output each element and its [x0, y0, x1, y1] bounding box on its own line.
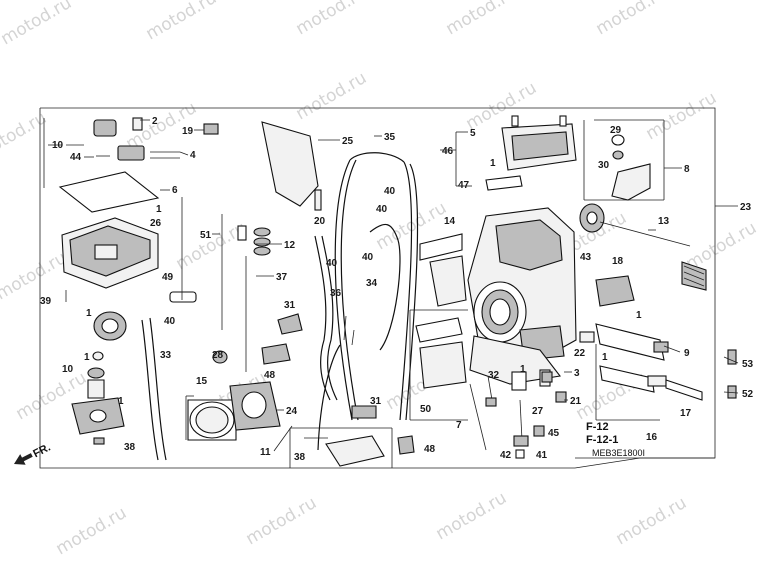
watermark: motod.ru: [443, 0, 521, 39]
callout-23: 23: [740, 202, 752, 213]
callout-20: 20: [314, 216, 326, 227]
callout-1: 1: [156, 204, 162, 215]
callout-51: 51: [200, 230, 212, 241]
callout-14: 14: [444, 216, 456, 227]
callout-13: 13: [658, 216, 670, 227]
callout-1: 1: [636, 310, 642, 321]
jet-group: [415, 233, 567, 451]
top-cover-group: [485, 115, 651, 201]
callout-40: 40: [376, 204, 388, 215]
callout-5: 5: [470, 128, 476, 139]
callout-38: 38: [294, 452, 306, 463]
callout-1: 1: [86, 308, 92, 319]
callout-49: 49: [162, 272, 174, 283]
callout-45: 45: [548, 428, 560, 439]
callout-40: 40: [362, 252, 374, 263]
watermark: motod.ru: [593, 0, 671, 39]
callout-1: 1: [520, 364, 526, 375]
callout-21: 21: [570, 396, 582, 407]
callout-30: 30: [598, 160, 610, 171]
callout-1: 1: [84, 352, 90, 363]
callout-28: 28: [212, 350, 224, 361]
callout-34: 34: [366, 278, 378, 289]
arrow-icon: [14, 453, 33, 465]
callout-19: 19: [182, 126, 194, 137]
callout-labels: 10 44 2 4 6 1 26 49 39 1 40 1 10 1 33 38…: [40, 116, 754, 463]
callout-29: 29: [610, 125, 622, 136]
carburetor-body: [467, 207, 577, 459]
callout-3: 3: [574, 368, 580, 379]
watermark: motod.ru: [293, 0, 371, 39]
callout-52: 52: [742, 389, 754, 400]
callout-36: 36: [330, 288, 342, 299]
callout-44: 44: [70, 152, 82, 163]
callout-50: 50: [420, 404, 432, 415]
callout-1: 1: [118, 396, 124, 407]
callout-37: 37: [276, 272, 288, 283]
needle-group: [187, 121, 322, 441]
callout-7: 7: [456, 420, 462, 431]
callout-6: 6: [172, 185, 178, 196]
callout-35: 35: [384, 132, 396, 143]
callout-1: 1: [490, 158, 496, 169]
watermark: motod.ru: [0, 0, 75, 49]
reference-code-f12: F-12: [586, 421, 609, 433]
callout-48: 48: [424, 444, 436, 455]
fr-label: FR.: [31, 442, 52, 461]
callout-27: 27: [532, 406, 544, 417]
watermark: motod.ru: [243, 493, 321, 549]
callout-2: 2: [152, 116, 158, 127]
callout-33: 33: [160, 350, 172, 361]
callout-31: 31: [284, 300, 296, 311]
callout-10: 10: [62, 364, 74, 375]
watermark: motod.ru: [463, 78, 541, 134]
front-direction-arrow: FR.: [14, 442, 53, 465]
callout-10: 10: [52, 140, 64, 151]
callout-8: 8: [684, 164, 690, 175]
callout-53: 53: [742, 359, 754, 370]
watermark: motod.ru: [0, 248, 70, 304]
callout-9: 9: [684, 348, 690, 359]
callout-24: 24: [286, 406, 298, 417]
hose-group: [304, 152, 419, 467]
callout-26: 26: [150, 218, 162, 229]
callout-11: 11: [260, 447, 271, 458]
callout-32: 32: [488, 370, 500, 381]
callout-18: 18: [612, 256, 624, 267]
leader-lines: [66, 119, 739, 468]
callout-12: 12: [284, 240, 296, 251]
callout-31: 31: [370, 396, 382, 407]
callout-16: 16: [646, 432, 658, 443]
callout-46: 46: [442, 146, 454, 157]
float-chamber-group: [43, 117, 197, 461]
reference-code-f12-1: F-12-1: [586, 434, 618, 446]
callout-17: 17: [680, 408, 692, 419]
callout-22: 22: [574, 348, 586, 359]
watermark: motod.ru: [433, 488, 511, 544]
callout-41: 41: [536, 450, 548, 461]
callout-15: 15: [196, 376, 208, 387]
callout-25: 25: [342, 136, 354, 147]
watermark: motod.ru: [0, 108, 50, 164]
callout-39: 39: [40, 296, 52, 307]
callout-40: 40: [326, 258, 338, 269]
diagram-code: MEB3E1800I: [592, 448, 645, 458]
throttle-group: [579, 203, 737, 401]
watermark: motod.ru: [643, 88, 721, 144]
callout-47: 47: [458, 180, 470, 191]
watermark: motod.ru: [293, 68, 371, 124]
watermark: motod.ru: [613, 493, 691, 549]
watermark: motod.ru: [53, 503, 131, 559]
callout-38: 38: [124, 442, 136, 453]
watermark: motod.ru: [143, 0, 221, 44]
callout-48: 48: [264, 370, 276, 381]
callout-40: 40: [384, 186, 396, 197]
callout-40: 40: [164, 316, 176, 327]
callout-43: 43: [580, 252, 592, 263]
callout-1: 1: [602, 352, 608, 363]
callout-4: 4: [190, 150, 196, 161]
callout-42: 42: [500, 450, 512, 461]
